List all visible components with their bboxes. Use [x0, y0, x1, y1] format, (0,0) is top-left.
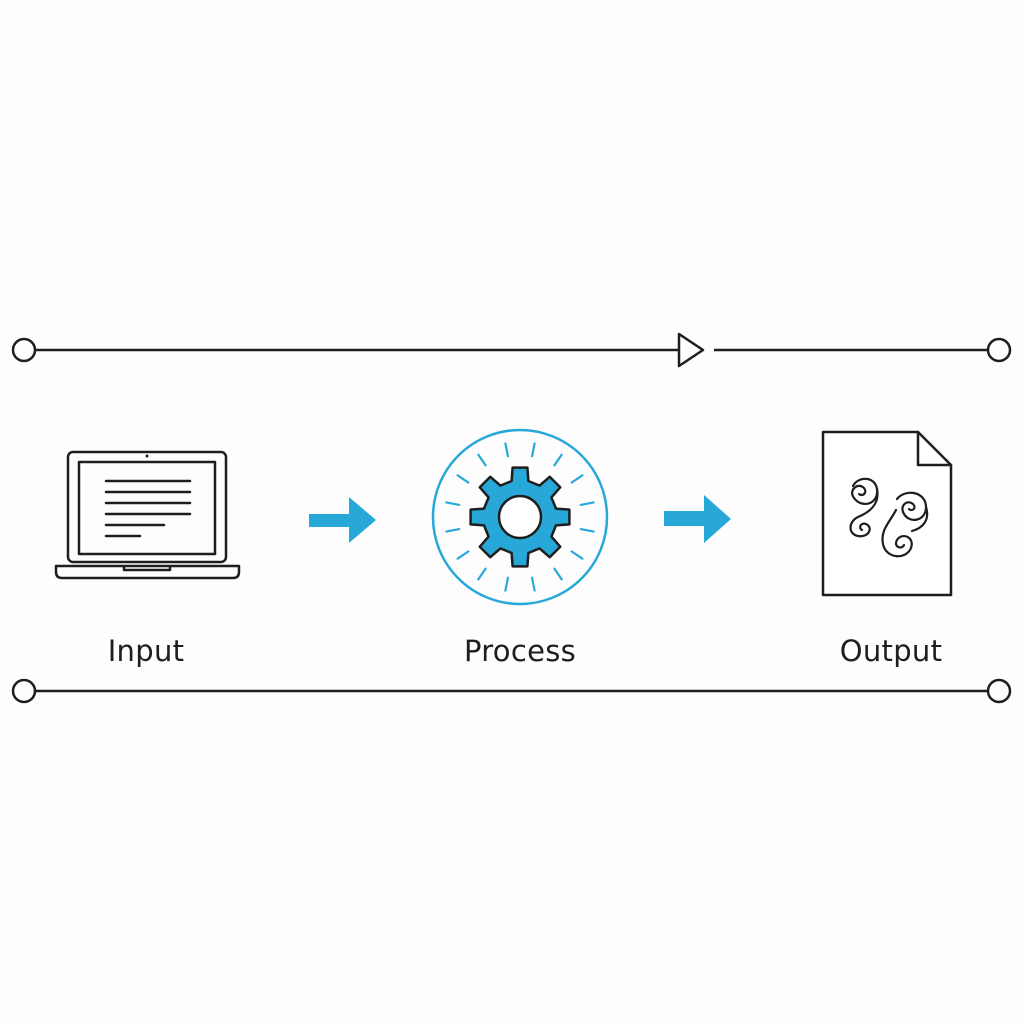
gear-ray — [579, 527, 595, 533]
gear-ray — [553, 453, 563, 467]
gear-ray — [570, 550, 584, 560]
laptop-camera — [145, 454, 149, 458]
gear-ray — [477, 567, 487, 581]
gear-ray — [579, 501, 595, 506]
timeline-end-node — [986, 337, 1012, 363]
laptop-screen — [66, 450, 228, 564]
gear-ray — [445, 527, 461, 533]
top-timeline — [11, 332, 1012, 368]
gear-ray — [445, 501, 461, 506]
gear-outer-ring — [431, 428, 609, 606]
laptop-base — [54, 564, 241, 580]
gear-ray — [553, 567, 563, 581]
play-arrow-icon — [677, 332, 705, 368]
gear-ray — [504, 442, 509, 458]
gear-ray — [530, 576, 536, 592]
laptop-trackpad-notch — [122, 566, 172, 572]
gear-ray — [456, 550, 470, 560]
gear-ray — [477, 453, 487, 467]
gear-icon — [431, 428, 609, 606]
gear-ray — [570, 474, 584, 484]
document-icon — [821, 430, 953, 597]
gear-ray — [456, 474, 470, 484]
document-page — [821, 430, 953, 597]
step-label-input: Input — [107, 634, 185, 668]
timeline-start-node — [11, 678, 37, 704]
step-label-output: Output — [839, 634, 943, 668]
swirl-pattern — [849, 477, 929, 558]
bottom-timeline — [11, 678, 1012, 704]
laptop-display — [77, 460, 217, 556]
gear-ray — [504, 576, 509, 592]
gear-hole — [497, 494, 543, 540]
gear-ray — [530, 442, 536, 458]
step-label-process: Process — [463, 634, 577, 668]
document-fold — [916, 430, 953, 467]
flow-arrow-icon — [309, 497, 376, 543]
flow-arrow-icon — [664, 495, 731, 543]
text-lines — [104, 479, 192, 538]
timeline-end-node — [986, 678, 1012, 704]
gear-rays — [445, 442, 595, 592]
laptop-icon — [54, 450, 241, 580]
timeline-start-node — [11, 337, 37, 363]
